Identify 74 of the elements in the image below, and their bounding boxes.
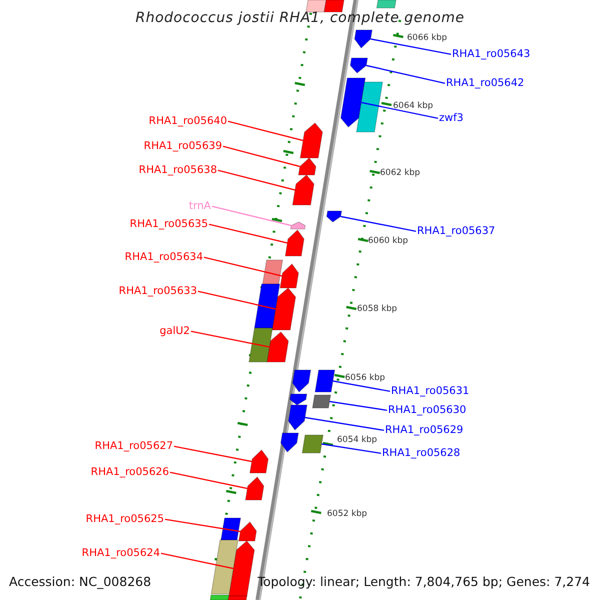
map-title: Rhodococcus jostii RHA1, complete genome — [134, 11, 466, 25]
gene-label: RHA1_ro05625 — [86, 514, 164, 524]
gene-label: RHA1_ro05639 — [144, 141, 222, 152]
leader-line — [160, 552, 234, 570]
gene-block — [356, 82, 384, 132]
gene-label: RHA1_ro05635 — [130, 219, 208, 230]
gene-block — [262, 260, 284, 284]
gene-label: RHA1_ro05627 — [94, 441, 173, 452]
summary-text: Topology: linear; Length: 7,804,765 bp; Genes: 7,274 — [258, 576, 590, 588]
leader-line — [222, 146, 300, 168]
gene-label: RHA1_ro05633 — [118, 286, 197, 296]
leader-line — [330, 400, 388, 411]
leader-line — [204, 256, 282, 277]
gene-block — [280, 432, 299, 453]
leader-line — [174, 446, 252, 462]
gene-block — [350, 58, 368, 74]
gene-label: RHA1_ro05630 — [388, 405, 466, 416]
gene-block — [249, 449, 269, 474]
scale-label: 6054 kbp — [337, 436, 378, 444]
gene-block — [220, 518, 242, 540]
gene-block — [248, 328, 273, 362]
scale-label: 6058 kbp — [357, 305, 398, 314]
scale-label: 6066 kbp — [407, 34, 448, 42]
leader-line — [361, 102, 438, 119]
gene-block — [324, 0, 344, 12]
scale-label: 6062 kbp — [380, 169, 420, 178]
gene-label: RHA1_ro05643 — [452, 49, 530, 60]
scale-label: 6052 kbp — [327, 510, 368, 518]
leader-line — [340, 216, 416, 232]
leader-line — [218, 170, 296, 191]
accession-text: Accession: NC_008268 — [9, 576, 152, 588]
gene-block — [326, 210, 342, 222]
gene-block — [210, 540, 238, 594]
gene-block — [284, 229, 304, 256]
gene-label: RHA1_ro05634 — [124, 252, 203, 262]
scale-label: 6060 kbp — [368, 237, 408, 246]
gene-block — [312, 394, 332, 408]
leader-line — [170, 472, 248, 490]
gene-block — [376, 0, 396, 8]
gene-block — [280, 263, 299, 288]
gene-label: RHA1_ro05640 — [148, 116, 227, 126]
leader-line — [228, 120, 304, 142]
gene-block — [306, 0, 326, 12]
scale-label: 6064 kbp — [393, 102, 434, 110]
gene-label: trnA — [188, 201, 211, 212]
gene-block — [302, 434, 324, 454]
gene-block — [238, 521, 257, 542]
leader-line — [332, 380, 390, 392]
leader-line — [164, 518, 240, 532]
gene-label: RHA1_ro05628 — [382, 448, 460, 458]
gene-label: RHA1_ro05624 — [82, 548, 160, 558]
gene-label: zwf3 — [439, 113, 464, 124]
gene-block — [254, 284, 280, 328]
leader-line — [304, 416, 384, 431]
leader-line — [366, 64, 446, 84]
gene-label: galU2 — [160, 326, 190, 336]
scale-label: 6056 kbp — [345, 374, 386, 382]
leader-line — [370, 38, 452, 55]
gene-block — [245, 476, 264, 500]
gene-block — [314, 370, 336, 392]
leader-line — [190, 330, 270, 348]
leader-line — [208, 224, 288, 244]
gene-block — [354, 30, 373, 49]
gene-label: RHA1_ro05626 — [90, 467, 169, 478]
gene-label: RHA1_ro05638 — [138, 165, 217, 176]
gene-block — [266, 331, 289, 362]
gene-label: RHA1_ro05631 — [391, 386, 470, 396]
leader-line — [198, 290, 276, 310]
gene-block — [340, 78, 366, 128]
leader-line — [322, 443, 382, 454]
gene-label: RHA1_ro05642 — [446, 78, 524, 88]
gene-label: RHA1_ro05637 — [417, 226, 496, 236]
gene-label: RHA1_ro05629 — [385, 425, 464, 436]
leader-line — [212, 206, 292, 226]
